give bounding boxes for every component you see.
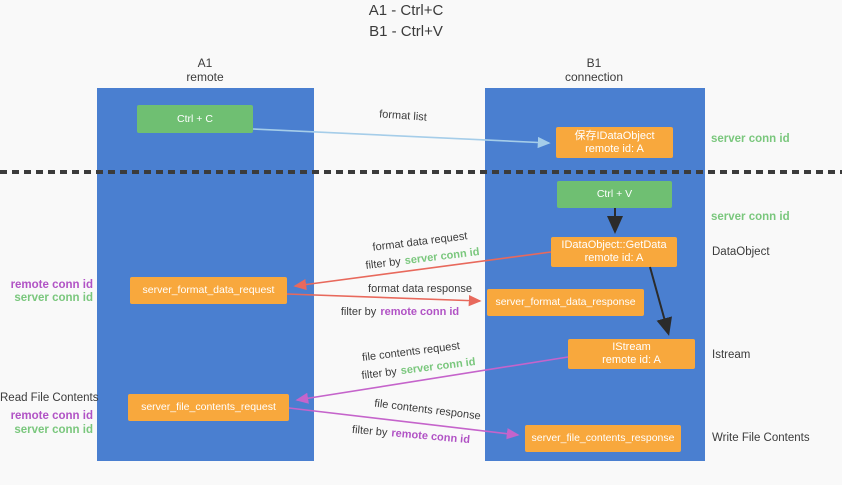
arrow-format-data-response <box>286 293 482 307</box>
label-server-conn-id-right-1: server conn id <box>711 133 790 145</box>
node-save-dataobject-subtitle: remote id: A <box>585 142 644 155</box>
label-file-contents-response: file contents response <box>373 397 482 423</box>
column-header-b1: B1 connection <box>534 56 654 84</box>
column-b1-id: B1 <box>586 56 602 70</box>
node-ctrl-c-label: Ctrl + C <box>177 112 213 125</box>
title-line-1: A1 - Ctrl+C <box>368 2 444 19</box>
node-istream-title: IStream <box>612 341 651 353</box>
filter-by-text: filter by <box>360 365 398 382</box>
filter-by-text: filter by <box>364 255 402 272</box>
node-file-response-label: server_file_contents_response <box>531 432 675 444</box>
node-getdata: IDataObject::GetData remote id: A <box>551 237 677 267</box>
title-line-2: B1 - Ctrl+V <box>369 23 443 40</box>
node-server-format-data-response: server_format_data_response <box>487 289 644 316</box>
node-server-format-data-request: server_format_data_request <box>130 277 287 304</box>
node-format-response-label: server_format_data_response <box>495 296 636 308</box>
node-getdata-subtitle: remote id: A <box>584 252 644 264</box>
label-remote-conn-id-left-2: remote conn id <box>10 410 93 422</box>
node-format-request-label: server_format_data_request <box>142 284 275 296</box>
label-read-file-contents: Read File Contents <box>0 392 99 404</box>
label-format-list: format list <box>378 108 428 124</box>
column-b1-role: connection <box>564 70 624 84</box>
filter-by-text: filter by <box>351 423 388 439</box>
label-server-conn-id-right-2: server conn id <box>711 211 790 223</box>
label-server-conn-id-left-1: server conn id <box>14 292 93 304</box>
label-server-conn-id-left-2: server conn id <box>14 424 93 436</box>
node-ctrl-v: Ctrl + V <box>557 181 672 208</box>
node-server-file-contents-request: server_file_contents_request <box>128 394 289 421</box>
label-istream: Istream <box>712 349 751 361</box>
label-dataobject: DataObject <box>712 246 770 258</box>
filter-by-text: filter by <box>340 306 377 318</box>
node-istream-subtitle: remote id: A <box>602 354 661 366</box>
label-remote-conn-id-left-1: remote conn id <box>10 279 93 291</box>
remote-conn-id-text: remote conn id <box>380 306 460 318</box>
column-a1-id: A1 <box>197 56 213 70</box>
node-ctrl-c: Ctrl + C <box>137 105 253 133</box>
node-save-dataobject: 保存IDataObject remote id: A <box>556 127 673 158</box>
label-format-data-response: format data response <box>368 283 472 295</box>
label-write-file-contents: Write File Contents <box>712 432 810 444</box>
server-conn-id-text: server conn id <box>400 356 477 378</box>
node-file-request-label: server_file_contents_request <box>141 401 276 413</box>
node-server-file-contents-response: server_file_contents_response <box>525 425 681 452</box>
node-getdata-title: IDataObject::GetData <box>561 239 667 251</box>
remote-conn-id-text: remote conn id <box>390 427 471 447</box>
server-conn-id-text: server conn id <box>404 246 481 268</box>
node-istream: IStream remote id: A <box>568 339 695 369</box>
node-save-dataobject-title: 保存IDataObject <box>574 129 655 142</box>
node-ctrl-v-label: Ctrl + V <box>596 188 633 200</box>
dashed-separator <box>0 170 842 174</box>
diagram-title: A1 - Ctrl+C B1 - Ctrl+V <box>0 0 812 42</box>
column-a1-role: remote <box>186 70 224 84</box>
column-header-a1: A1 remote <box>145 56 265 84</box>
